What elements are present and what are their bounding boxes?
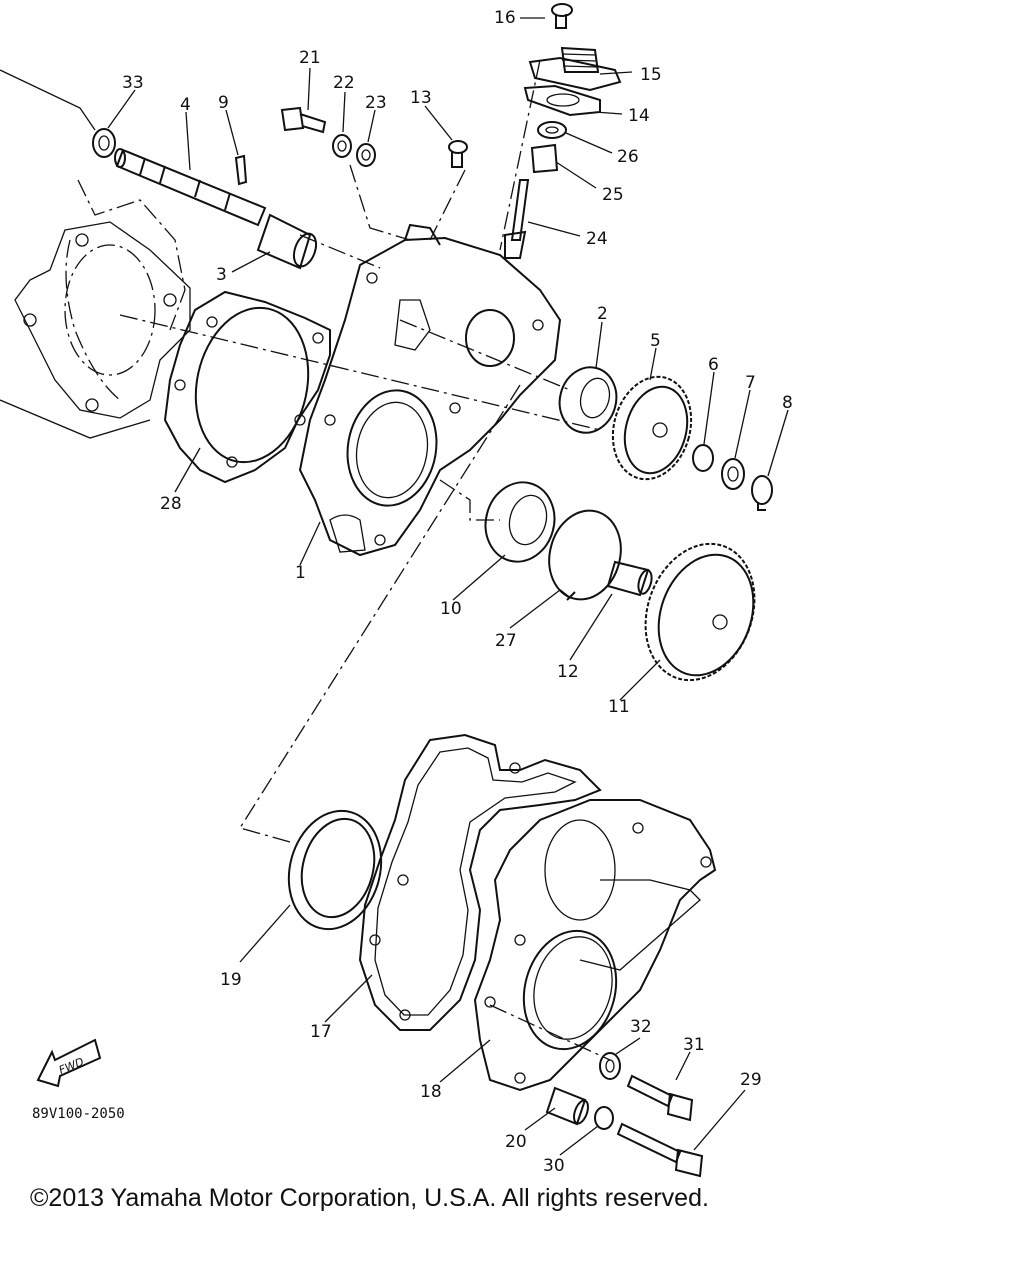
fwd-arrow-icon: FWD: [36, 1038, 102, 1088]
label-21: 21: [299, 48, 321, 68]
label-27: 27: [495, 631, 517, 651]
part-28-gasket: [163, 290, 331, 484]
part-27-circlip: [548, 509, 622, 601]
part-3-collar: [256, 213, 318, 270]
label-19: 19: [220, 970, 242, 990]
part-13-screw: [448, 140, 468, 168]
part-32-washer: [599, 1052, 621, 1080]
part-30-washer: [594, 1106, 614, 1130]
part-15-fitting: [528, 46, 622, 92]
part-31-bolt: [626, 1074, 694, 1122]
label-30: 30: [543, 1156, 565, 1176]
part-24-driven-gear-shaft: [504, 179, 530, 259]
label-6: 6: [708, 355, 719, 375]
part-11-gear: [644, 542, 756, 682]
assembly-centre-lines: [119, 59, 611, 1061]
label-3: 3: [216, 265, 227, 285]
label-24: 24: [586, 229, 608, 249]
part-12-dowel-pin: [606, 560, 653, 597]
part-23-washer: [356, 143, 376, 167]
label-16: 16: [494, 8, 516, 28]
label-11: 11: [608, 697, 630, 717]
part-20-dowel-pin: [545, 1086, 589, 1126]
label-33: 33: [122, 73, 144, 93]
part-2-bearing: [558, 366, 618, 434]
part-4-shaft: [114, 148, 267, 227]
label-8: 8: [782, 393, 793, 413]
label-14: 14: [628, 106, 650, 126]
part-16-screw: [551, 3, 573, 29]
label-15: 15: [640, 65, 662, 85]
label-18: 18: [420, 1082, 442, 1102]
label-4: 4: [180, 95, 191, 115]
part-1-cover-housing: [298, 223, 562, 557]
label-28: 28: [160, 494, 182, 514]
engine-case-outline: [0, 69, 191, 439]
label-12: 12: [557, 662, 579, 682]
label-9: 9: [218, 93, 229, 113]
label-1: 1: [295, 563, 306, 583]
label-22: 22: [333, 73, 355, 93]
drawing-code: 89V100-2050: [32, 1106, 125, 1122]
part-21-bolt: [280, 106, 327, 134]
part-9-pin: [234, 154, 248, 186]
label-13: 13: [410, 88, 432, 108]
label-26: 26: [617, 147, 639, 167]
fwd-badge-label: FWD: [57, 1055, 86, 1077]
part-17-gasket: [358, 733, 602, 1031]
label-7: 7: [745, 373, 756, 393]
part-18-cover: [473, 799, 717, 1092]
label-2: 2: [597, 304, 608, 324]
part-29-bolt: [616, 1122, 704, 1178]
part-labels: 16 15 14 26 25 24 21 22 23 13 33 4 9 3 2…: [122, 8, 793, 1176]
label-25: 25: [602, 185, 624, 205]
part-22-washer: [332, 134, 352, 158]
label-31: 31: [683, 1035, 705, 1055]
copyright-notice: ©2013 Yamaha Motor Corporation, U.S.A. A…: [30, 1184, 709, 1212]
label-29: 29: [740, 1070, 762, 1090]
part-10-bearing: [484, 481, 556, 563]
label-20: 20: [505, 1132, 527, 1152]
part-33-washer: [92, 128, 116, 158]
part-19-oil-seal: [287, 809, 383, 931]
part-6-lock-washer: [692, 444, 714, 472]
part-7-washer: [721, 458, 745, 490]
label-5: 5: [650, 331, 661, 351]
leader-lines: [107, 17, 789, 1156]
part-5-gear: [611, 375, 693, 481]
label-23: 23: [365, 93, 387, 113]
part-26-seal: [537, 121, 567, 139]
part-25-bushing: [530, 143, 559, 174]
label-17: 17: [310, 1022, 332, 1042]
part-8-circlip: [751, 475, 773, 511]
label-32: 32: [630, 1017, 652, 1037]
label-10: 10: [440, 599, 462, 619]
